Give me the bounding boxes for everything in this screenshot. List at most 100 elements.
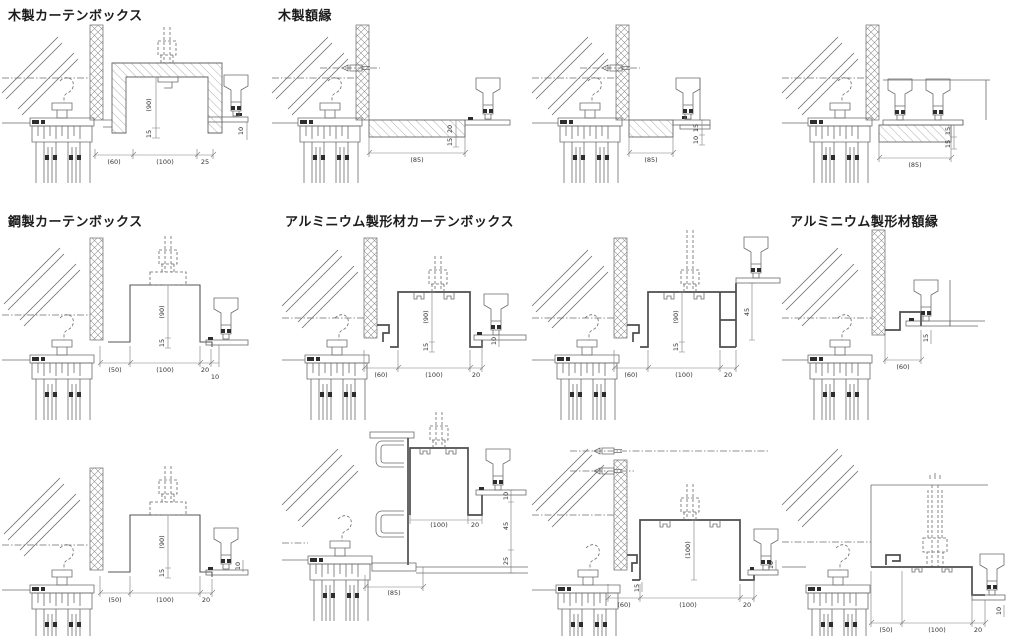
box-bottom-plate bbox=[207, 116, 249, 123]
dim-label: 20 bbox=[446, 125, 454, 133]
window-sash bbox=[805, 544, 871, 636]
curtain-box bbox=[409, 447, 483, 516]
curtain-box bbox=[111, 62, 223, 134]
frame-board bbox=[368, 119, 466, 138]
wall-section bbox=[613, 459, 628, 571]
curtain-runner bbox=[887, 78, 913, 121]
curtain-box bbox=[108, 514, 213, 577]
dim-label: 10 bbox=[767, 561, 775, 569]
curtain-box bbox=[390, 291, 483, 348]
dim-label: (60) bbox=[374, 371, 387, 379]
box-bottom-plate bbox=[747, 569, 779, 576]
curtain-box bbox=[108, 284, 213, 347]
frame-board bbox=[628, 119, 674, 138]
curtain-runner bbox=[979, 553, 1005, 596]
dim-label: 20 bbox=[974, 626, 982, 634]
drawing-alum-frame-1: (60) 15 bbox=[781, 229, 985, 421]
wall-section bbox=[865, 24, 880, 121]
dim-label: 25 bbox=[502, 557, 510, 565]
dim-label: (60) bbox=[896, 363, 909, 371]
box-bottom-plate bbox=[205, 339, 249, 346]
dim-label: 10 bbox=[237, 127, 245, 135]
dim-label: (100) bbox=[430, 521, 447, 529]
anchor-bolt bbox=[429, 411, 449, 449]
anchor-bolt bbox=[680, 483, 700, 521]
window-sash bbox=[554, 314, 620, 421]
frame-board bbox=[878, 124, 952, 143]
dim-label: (100) bbox=[156, 158, 173, 166]
wall-clip bbox=[627, 554, 638, 572]
window-sash bbox=[807, 314, 873, 421]
wall-section bbox=[89, 24, 104, 121]
wall-clip bbox=[377, 324, 390, 342]
drawing-wood-curtain-box: (60) (100) 25 (90) 15 10 bbox=[1, 24, 249, 184]
drawing-alum-curtain-box-1: (60) (100) 20 (90) 15 10 bbox=[281, 237, 527, 421]
dimensions: (50) (100) 20 10 bbox=[868, 571, 1005, 634]
drawing-wood-frame-2: (85) 15 10 bbox=[531, 24, 711, 184]
dimensions: (60) (100) 20 (90) 15 45 bbox=[611, 282, 755, 379]
dim-label: 15 bbox=[158, 339, 166, 347]
dim-label: 15 bbox=[922, 334, 930, 342]
anchor-bolt bbox=[158, 235, 178, 273]
window-sash bbox=[807, 77, 873, 184]
dim-label: 10 bbox=[502, 492, 510, 500]
dim-label: 15 bbox=[944, 140, 952, 148]
window-sash bbox=[29, 544, 95, 636]
strut-cap bbox=[369, 431, 415, 439]
section-title-wood-frame: 木製額縁 bbox=[278, 8, 333, 23]
dim-label: (90) bbox=[158, 535, 166, 548]
drawing-alum-curtain-box-4: (60) (100) 20 15 (100) 10 bbox=[531, 447, 779, 636]
head-plate bbox=[971, 594, 1006, 601]
anchor-bolt bbox=[158, 465, 178, 503]
head-plate bbox=[905, 320, 951, 327]
dim-label: (90) bbox=[145, 98, 153, 111]
dim-label: 10 bbox=[490, 337, 498, 345]
strut-foot bbox=[371, 562, 417, 572]
wall-section bbox=[89, 467, 104, 571]
curtain-runner bbox=[475, 77, 501, 120]
dim-label: (85) bbox=[387, 589, 400, 597]
wall-section bbox=[89, 237, 104, 341]
dim-label: 45 bbox=[502, 522, 510, 530]
dim-label: 15 bbox=[446, 138, 454, 146]
wall-section bbox=[613, 237, 628, 339]
section-title-alum-curtain-box: アルミニウム製形材カーテンボックス bbox=[285, 214, 514, 229]
dim-label: (50) bbox=[108, 596, 121, 604]
dimensions: (60) 15 bbox=[882, 330, 932, 371]
dim-label: (50) bbox=[879, 626, 892, 634]
dim-label: 15 bbox=[422, 343, 430, 351]
dimensions: (60) (100) 20 15 (100) 10 bbox=[605, 519, 777, 609]
window-sash bbox=[29, 314, 95, 421]
dimensions: (50) (100) 20 (90) 15 10 bbox=[97, 514, 244, 604]
window-sash bbox=[555, 544, 621, 636]
frame-profile bbox=[885, 311, 922, 331]
dim-label: (100) bbox=[684, 541, 692, 558]
dim-label: 15 bbox=[692, 124, 700, 132]
dim-label: 20 bbox=[471, 521, 479, 529]
curtain-runner bbox=[485, 448, 511, 491]
drawing-steel-curtain-box-1: (50) (100) 20 10 (90) 15 bbox=[2, 235, 249, 421]
dim-label: (60) bbox=[617, 601, 630, 609]
dimensions: (85) 20 15 bbox=[366, 119, 469, 164]
dim-label: (85) bbox=[908, 161, 921, 169]
dim-label: 20 bbox=[743, 601, 751, 609]
dim-label: 20 bbox=[724, 371, 732, 379]
box-bottom-plate bbox=[735, 277, 781, 284]
dim-label: (90) bbox=[158, 305, 166, 318]
wall-section bbox=[871, 229, 886, 336]
hanger-bolt bbox=[922, 485, 948, 568]
head-plate bbox=[882, 119, 964, 126]
dim-label: (100) bbox=[156, 366, 173, 374]
dimensions: (60) (100) 20 (90) 15 10 bbox=[361, 291, 500, 379]
dimensions: (60) (100) 25 (90) 15 10 bbox=[92, 76, 248, 166]
dim-label: 15 bbox=[944, 127, 952, 135]
dim-label: (90) bbox=[672, 310, 680, 323]
dim-label: 10 bbox=[995, 607, 1003, 615]
drawing-alum-frame-2: (50) (100) 20 10 bbox=[781, 448, 1006, 636]
curtain-box bbox=[640, 283, 737, 348]
dim-label: 15 bbox=[633, 584, 641, 592]
head-plate bbox=[464, 119, 511, 126]
drawing-steel-curtain-box-2: (50) (100) 20 (90) 15 10 bbox=[2, 465, 249, 636]
window-sash bbox=[297, 77, 363, 184]
dim-label: (100) bbox=[156, 596, 173, 604]
